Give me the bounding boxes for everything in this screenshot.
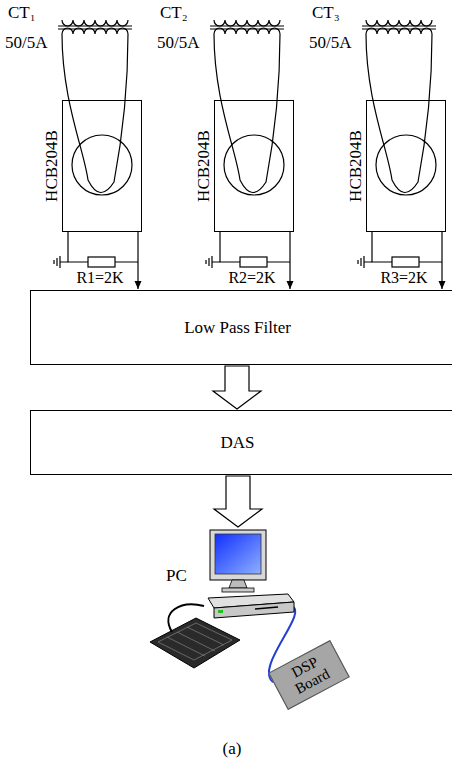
signal-wire (441, 232, 442, 289)
figure-caption: (a) (223, 740, 242, 759)
secondary-lead (62, 34, 128, 193)
ground-symbol (206, 256, 220, 268)
connector (135, 232, 142, 289)
ct-name: CT₃ (312, 4, 340, 23)
current-sensor-box: HCB204B (366, 100, 446, 232)
ground-symbol (358, 256, 372, 268)
resistor-value: R1=2K (76, 269, 123, 287)
ct-rating: 50/5A (157, 34, 200, 53)
primary-coil (62, 20, 128, 26)
ct-unit (206, 20, 290, 268)
computer-icon: PC (200, 528, 295, 620)
sensor-name: HCB204B (195, 130, 212, 202)
connector (214, 476, 262, 527)
current-sensor-box: HCB204B (214, 100, 294, 232)
block-title: DAS (220, 433, 254, 453)
sensor-name: HCB204B (43, 130, 60, 202)
arrow-head (287, 281, 294, 289)
arrow-head (135, 281, 142, 289)
resistor-symbol (392, 257, 419, 267)
computer-label: PC (166, 566, 187, 586)
bus-arrow (213, 366, 261, 409)
ground-symbol (54, 256, 68, 268)
ct-unit (54, 20, 138, 268)
ct-name: CT₁ (8, 4, 36, 23)
sensor-units (54, 20, 442, 268)
ct-rating: 50/5A (5, 34, 48, 53)
filter-box: Low Pass Filter (30, 290, 452, 365)
dsp-board: DSP Board (268, 640, 350, 710)
connector (213, 366, 261, 409)
primary-coil (214, 20, 280, 26)
das-box: DAS (30, 410, 452, 475)
sensor-aperture (376, 135, 436, 195)
board-label: DSP Board (279, 649, 340, 701)
sensor-aperture (224, 135, 284, 195)
core-line (210, 25, 284, 26)
resistor-value: R3=2K (380, 269, 427, 287)
sensor-name: HCB204B (347, 130, 364, 202)
current-sensor-box: HCB204B (62, 100, 142, 232)
bus-arrow (214, 476, 262, 527)
primary-coil (366, 20, 432, 26)
resistor-symbol (88, 257, 115, 267)
core-line (210, 28, 284, 29)
secondary-lead (214, 34, 280, 193)
resistor-value: R2=2K (228, 269, 275, 287)
core-line (362, 25, 436, 26)
core-line (58, 28, 132, 29)
secondary-lead (366, 34, 432, 193)
ct-rating: 50/5A (309, 34, 352, 53)
arrow-head (439, 281, 446, 289)
sensor-aperture (72, 135, 132, 195)
ct-name: CT₂ (160, 4, 188, 23)
computer-drawing (200, 528, 295, 620)
core-line (58, 25, 132, 26)
block-title: Low Pass Filter (184, 318, 291, 338)
signal-wire (137, 232, 138, 289)
signal-wire (289, 232, 290, 289)
connector (287, 232, 294, 289)
resistor-symbol (240, 257, 267, 267)
connector (439, 232, 446, 289)
ct-unit (358, 20, 442, 268)
core-line (362, 28, 436, 29)
